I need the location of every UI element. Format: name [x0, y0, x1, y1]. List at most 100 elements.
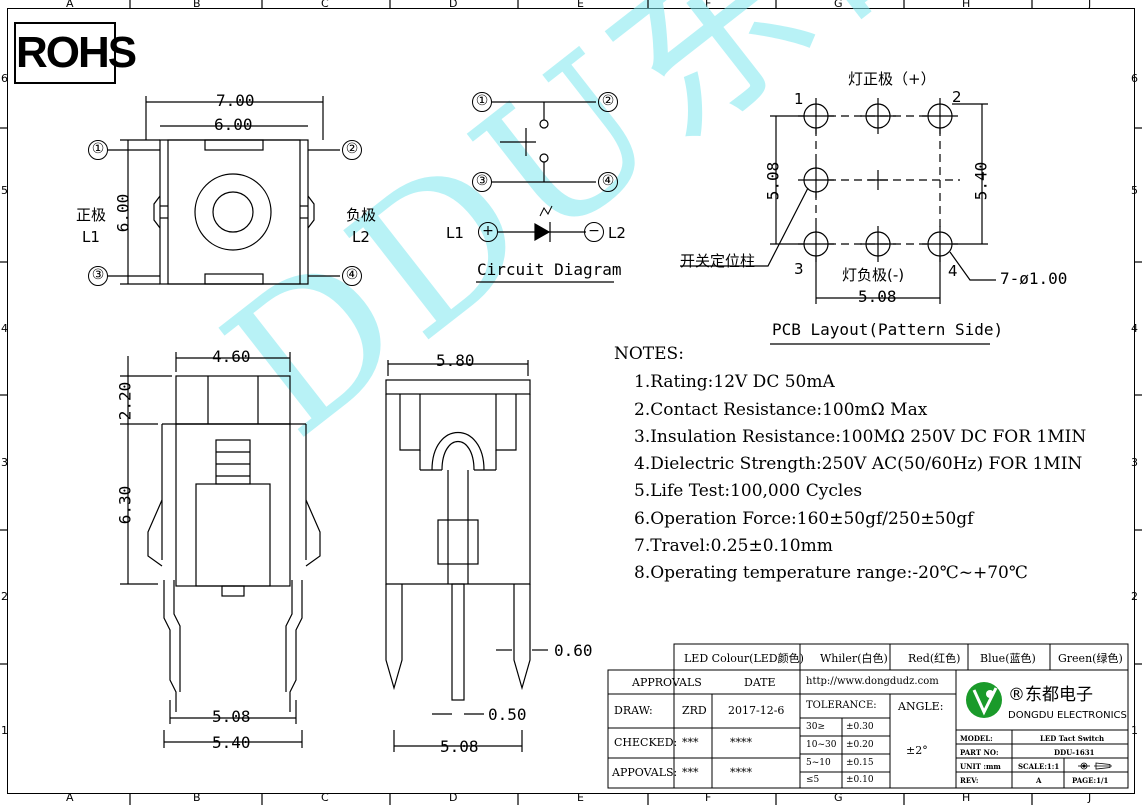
tb-tol-value-4: ±0.10: [846, 775, 874, 785]
notes-heading: NOTES:: [614, 344, 684, 364]
note-item: 6.Operation Force:160±50gf/250±50gf: [634, 508, 974, 529]
title-block-grid: [607, 643, 1129, 789]
tb-tol-value-3: ±0.15: [846, 758, 874, 768]
zone-row-6: 6: [1131, 72, 1138, 85]
zone-col-A: A: [66, 0, 74, 10]
top-view: [108, 96, 340, 285]
top-pin-4: ④: [342, 266, 362, 286]
led-colour-header: LED Colour(LED颜色): [684, 652, 804, 665]
circuit-pin-1: ①: [472, 92, 492, 112]
zone-row-4: 4: [1, 322, 8, 335]
led-option-blue: Blue(蓝色): [980, 652, 1036, 665]
tb-tol-range-3: 5~10: [806, 758, 831, 768]
top-left-label: 正极: [76, 206, 107, 224]
circuit-minus-icon: −: [584, 222, 604, 242]
zone-col-J: J: [1088, 791, 1092, 804]
led-option-green: Green(绿色): [1058, 652, 1123, 665]
tb-tol-range-1: 30≥: [806, 722, 825, 732]
dim-top-width-7: 7.00: [216, 91, 255, 110]
zone-row-1: 1: [1131, 724, 1138, 737]
pcb-post-label: 开关定位柱: [680, 252, 756, 270]
side-dim-pin-w: 0.60: [554, 641, 593, 660]
tb-tol-range-2: 10~30: [806, 740, 837, 750]
tb-rev: A: [1036, 776, 1042, 785]
note-item: 1.Rating:12V DC 50mA: [634, 372, 835, 393]
circuit-diagram-lines: [476, 101, 614, 283]
drawing-frame: [7, 8, 1135, 794]
front-dim-width: 4.60: [212, 347, 251, 366]
zone-col-E: E: [577, 0, 584, 10]
tb-tolerance-header: TOLERANCE:: [806, 700, 877, 711]
top-left-sub: L1: [82, 228, 100, 246]
tb-appovals-label: APPOVALS:: [612, 766, 678, 779]
note-item: 8.Operating temperature range:-20℃~+70℃: [634, 563, 1028, 584]
pcb-pin-1: 1: [794, 90, 804, 108]
pcb-holes-label: 7-ø1.00: [1000, 269, 1068, 288]
zone-col-A: A: [66, 791, 74, 804]
zone-row-2: 2: [1, 590, 8, 603]
tb-date-header: DATE: [744, 676, 776, 689]
pcb-label-bottom: 灯负极(-): [842, 266, 905, 284]
tb-appovals-date: ****: [730, 766, 752, 779]
tb-draw-label: DRAW:: [614, 704, 653, 717]
front-view-lines: [120, 352, 321, 748]
note-item: 2.Contact Resistance:100mΩ Max: [634, 399, 928, 420]
led-option-white: Whiler(白色): [820, 652, 888, 665]
tb-partno-h: PART NO:: [960, 748, 999, 757]
zone-row-5: 5: [1, 184, 8, 197]
circuit-l1: L1: [446, 224, 464, 242]
top-pin-1: ①: [88, 140, 108, 160]
zone-row-4: 4: [1131, 322, 1138, 335]
pcb-label-top: 灯正极（+）: [848, 70, 936, 88]
tb-draw-name: ZRD: [682, 704, 707, 717]
zone-col-C: C: [321, 0, 329, 10]
front-dim-h2: 6.30: [115, 485, 135, 525]
note-item: 3.Insulation Resistance:100MΩ 250V DC FO…: [634, 426, 1087, 447]
side-dim-width: 5.80: [436, 351, 475, 370]
tb-model-h: MODEL:: [960, 734, 993, 743]
front-dim-h1: 2.20: [115, 381, 135, 421]
side-view-lines: [385, 360, 548, 752]
pcb-dim-bottom: 5.08: [858, 287, 897, 306]
zone-col-D: D: [449, 791, 458, 804]
zone-row-5: 5: [1131, 184, 1138, 197]
zone-row-3: 3: [1131, 456, 1138, 469]
projection-symbol-icon: [1078, 762, 1112, 770]
tb-page: PAGE:1/1: [1072, 776, 1109, 785]
pcb-layout-lines: [680, 98, 996, 345]
note-item: 4.Dielectric Strength:250V AC(50/60Hz) F…: [634, 454, 1083, 475]
zone-col-E: E: [577, 791, 584, 804]
zone-col-C: C: [321, 791, 329, 804]
company-logo-icon: [966, 682, 1002, 718]
front-dim-b1: 5.08: [212, 707, 251, 726]
dim-top-height-6: 6.00: [113, 193, 133, 233]
pcb-pin-3: 3: [794, 260, 804, 278]
top-right-sub: L2: [352, 228, 370, 246]
side-dim-pin-t: 0.50: [488, 705, 527, 724]
side-dim-bottom: 5.08: [440, 737, 479, 756]
pcb-dim-left: 5.08: [763, 161, 783, 201]
notes-block: NOTES: 1.Rating:12V DC 50mA 2.Contact Res…: [614, 341, 1086, 588]
tb-unit: UNIT :mm: [960, 762, 1001, 771]
zone-col-H: H: [962, 0, 971, 10]
zone-col-H: H: [962, 791, 971, 804]
zone-col-D: D: [449, 0, 458, 10]
tb-tol-range-4: ≤5: [806, 775, 820, 785]
tb-appovals-name: ***: [682, 766, 699, 779]
circuit-pin-2: ②: [598, 92, 618, 112]
tb-tol-value-2: ±0.20: [846, 740, 874, 750]
zone-col-J: J: [1088, 0, 1092, 10]
pcb-pin-2: 2: [952, 88, 962, 106]
circuit-pin-3: ③: [472, 172, 492, 192]
tb-scale: SCALE:1:1: [1018, 762, 1060, 771]
zone-col-B: B: [193, 791, 201, 804]
tb-checked-name: ***: [682, 736, 699, 749]
tb-rev-h: REV:: [960, 776, 979, 785]
zone-row-2: 2: [1131, 590, 1138, 603]
zone-col-B: B: [193, 0, 201, 10]
top-pin-2: ②: [342, 140, 362, 160]
tb-checked-label: CHECKED:: [614, 736, 678, 749]
dim-top-width-6: 6.00: [214, 115, 253, 134]
